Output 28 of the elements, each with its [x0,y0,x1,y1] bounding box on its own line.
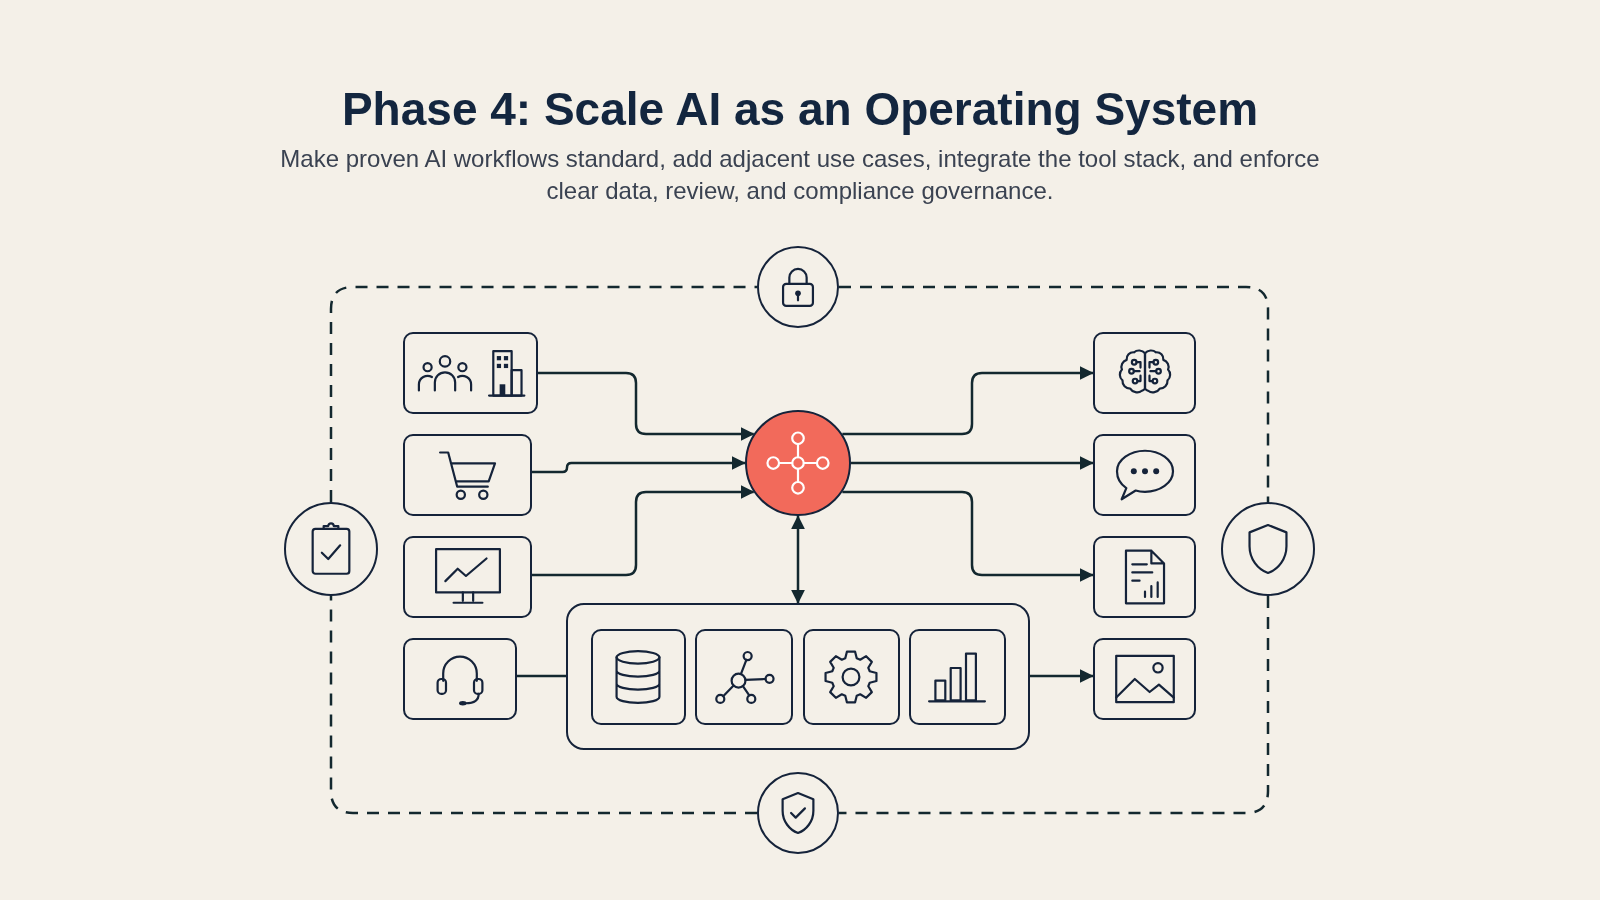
arrow [532,485,755,577]
title: Phase 4: Scale AI as an Operating System [341,82,1259,137]
tool-tile [694,628,793,725]
dashed-line [329,285,757,502]
tool-tile [590,628,686,725]
arrow [851,456,1094,470]
icon-card [403,332,538,414]
icon-card [403,536,532,618]
icon-card [1093,638,1196,720]
icon-card [1093,536,1196,618]
connector-line [517,674,566,678]
dashed-line [329,596,757,815]
dashed-line [839,285,1270,502]
icon-card [403,638,517,720]
tool-panel [566,603,1030,750]
arrow [1030,669,1094,683]
arrow [791,515,805,604]
tool-tile [802,628,900,725]
icon-card [403,434,532,516]
dashed-line [839,596,1270,815]
arrow [842,366,1094,436]
icon-card [1093,434,1196,516]
arrow [532,456,746,474]
arrow [842,490,1094,582]
tool-tile [908,628,1006,725]
icon-card [1093,332,1196,414]
arrow [538,371,755,441]
subtitle: Make proven AI workflows standard, add adjacent use cases, integrate the tool stack, and enforce clear data, review, and compliance governance. [279,144,1321,206]
